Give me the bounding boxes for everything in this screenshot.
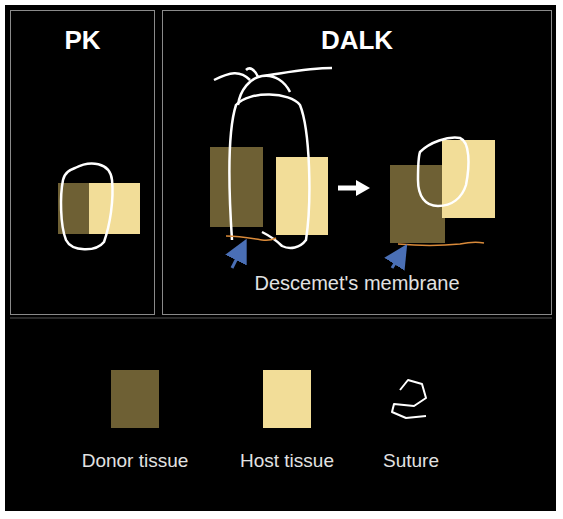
panel: DALK — [162, 10, 552, 315]
descemets-membrane — [226, 236, 276, 240]
legend-swatch — [111, 370, 159, 428]
legend-label: Host tissue — [240, 450, 334, 472]
pointer-arrow — [232, 244, 244, 268]
suture-icon — [386, 376, 436, 422]
suture-loop — [61, 164, 112, 250]
suture-loop — [418, 138, 468, 206]
panel-title: DALK — [163, 25, 551, 56]
host-tissue — [276, 157, 328, 235]
annotation: Descemet's membrane — [255, 272, 460, 295]
suture-loop — [229, 94, 309, 248]
legend-label: Suture — [383, 450, 439, 472]
panel-title: PK — [11, 25, 154, 56]
host-tissue — [89, 183, 140, 234]
legend-swatch — [263, 370, 311, 428]
legend-label: Donor tissue — [82, 450, 189, 472]
transition-arrowhead — [356, 180, 370, 196]
descemets-membrane — [398, 242, 484, 245]
donor-tissue — [210, 147, 263, 227]
suture-knot — [214, 68, 332, 105]
panel: PK — [10, 10, 155, 315]
pointer-arrow — [392, 249, 404, 268]
divider — [10, 318, 552, 319]
transition-arrow — [338, 186, 358, 191]
